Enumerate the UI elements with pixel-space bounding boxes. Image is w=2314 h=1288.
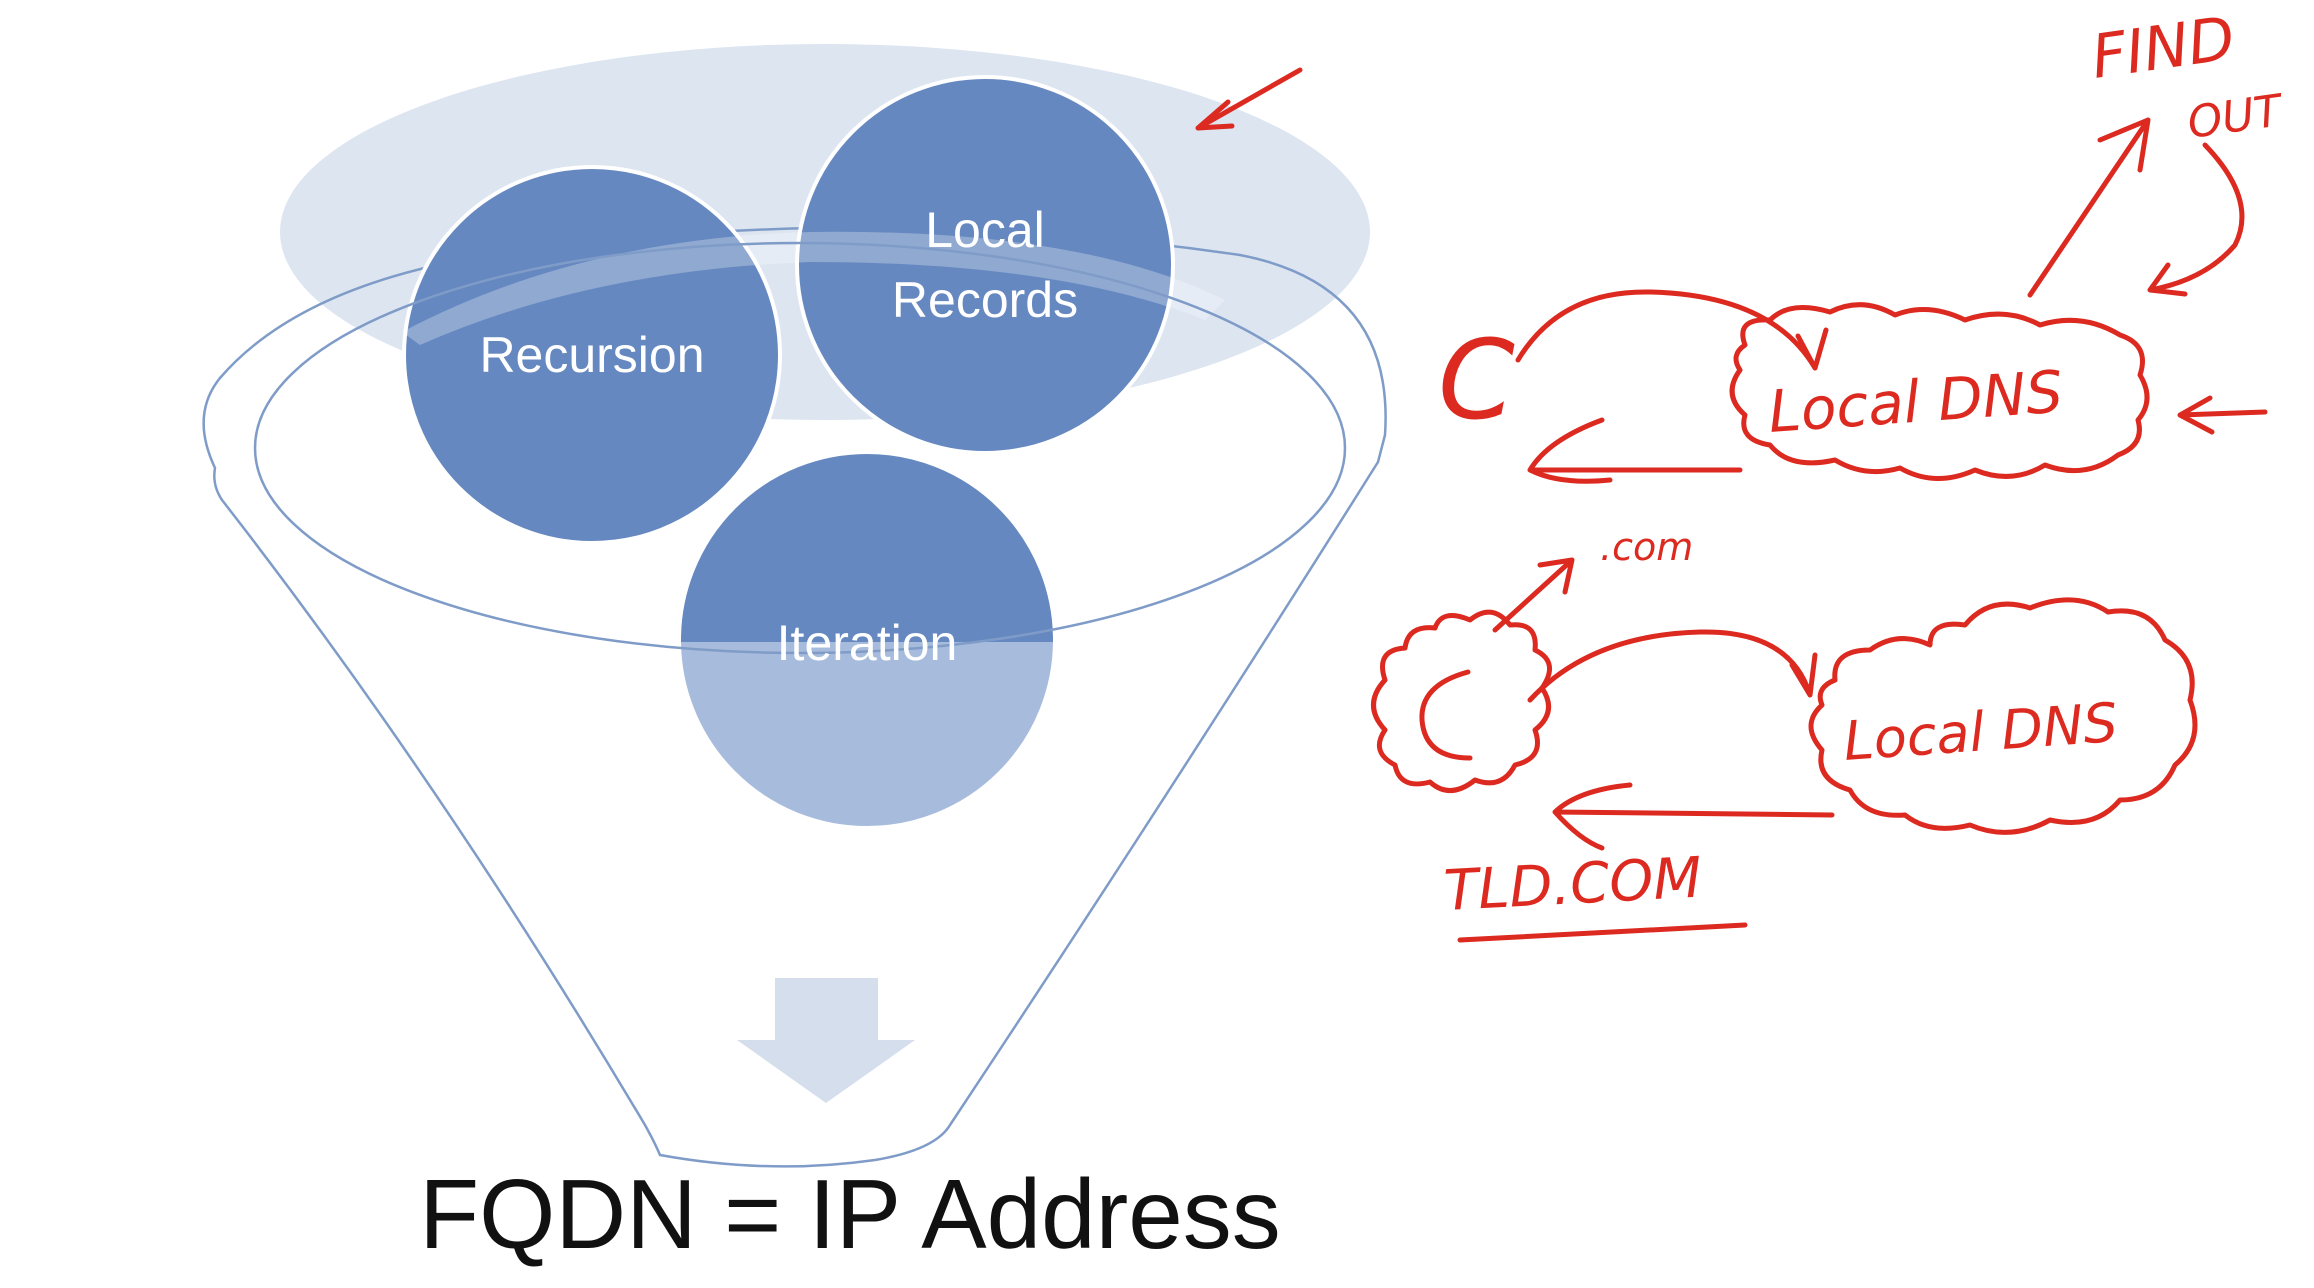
find-out-up-arrow-icon bbox=[2027, 117, 2151, 298]
find-out-loop-arrow-icon bbox=[2147, 142, 2245, 297]
bottom-local-dns-label: Local DNS bbox=[1842, 691, 2120, 773]
local-records-circle bbox=[795, 75, 1175, 455]
top-request-arrow-icon bbox=[1515, 289, 1829, 371]
bottom-client-letter bbox=[1419, 669, 1473, 761]
bottom-client-cloud bbox=[1371, 609, 1552, 793]
iteration-label: Iteration bbox=[777, 615, 958, 671]
local-records-label: Local Records bbox=[891, 202, 1079, 328]
tld-underline bbox=[1457, 922, 1748, 943]
find-label: FIND bbox=[2087, 4, 2239, 93]
fqdn-caption: FQDN = IP Address bbox=[419, 1159, 1280, 1269]
top-client-label: C bbox=[1438, 316, 1515, 444]
bottom-request-arrow-icon bbox=[1527, 629, 1818, 703]
recursion-label: Recursion bbox=[479, 327, 704, 383]
com-label: .com bbox=[1600, 525, 1693, 569]
handwritten-annotations: FIND OUT Local DNS C .com Local DNS TLD.… bbox=[1195, 4, 2287, 943]
top-response-arrow-icon bbox=[1527, 417, 1743, 484]
tld-label: TLD.COM bbox=[1442, 846, 1703, 924]
iteration-circle bbox=[677, 450, 1057, 830]
down-arrow-icon bbox=[737, 978, 915, 1103]
com-up-arrow-icon bbox=[1492, 557, 1575, 633]
funnel-rim-front bbox=[253, 241, 1347, 655]
bottom-local-dns-cloud bbox=[1808, 597, 2198, 835]
side-pointer-arrow-icon bbox=[2177, 395, 2268, 435]
top-local-dns-label: Local DNS bbox=[1766, 358, 2065, 446]
pointer-arrow-icon bbox=[1195, 67, 1303, 131]
local-records-label-box: Local Records bbox=[891, 202, 1079, 328]
recursion-circle bbox=[402, 165, 782, 545]
top-local-dns-cloud bbox=[1729, 302, 2150, 481]
bottom-response-arrow-icon bbox=[1552, 782, 1835, 851]
out-label: OUT bbox=[2184, 85, 2287, 149]
